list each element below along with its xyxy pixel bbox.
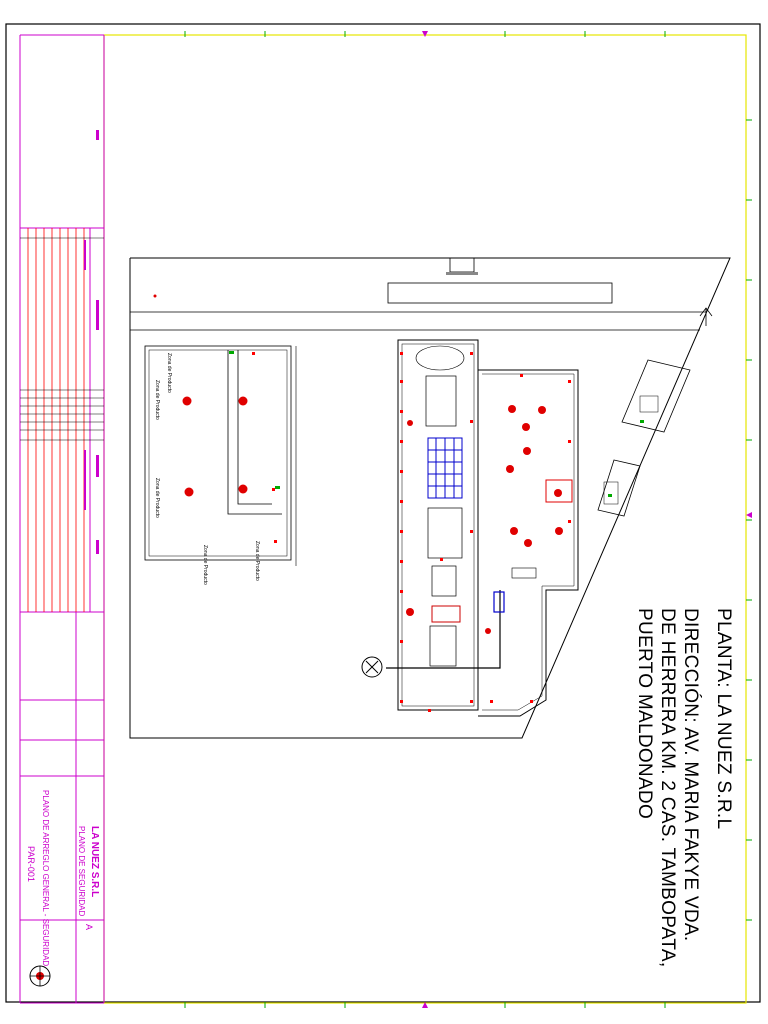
office-block-1 — [621, 359, 691, 433]
blue-processing-line — [427, 437, 463, 499]
warehouse-equipment-blue — [493, 591, 505, 613]
title-company: LA NUEZ S.R.L — [89, 826, 100, 898]
office-block-2 — [597, 459, 641, 517]
revision-grid-rows — [20, 237, 104, 441]
storage-zone-outline — [144, 345, 292, 561]
address-line-1: DIRECCIÓN: AV. MARIA FAKYE VDA. — [680, 608, 701, 942]
title-revision: A — [84, 924, 94, 931]
hazard-markers — [252, 352, 571, 712]
warehouse-outline — [478, 369, 579, 717]
plant-info: PLANTA: LA NUEZ S.R.L DIRECCIÓN: AV. MAR… — [633, 608, 735, 967]
gate-post — [449, 257, 475, 273]
zone-label-4: Zona de Producto — [202, 545, 208, 585]
machine-packing — [431, 565, 457, 597]
zone-label-5: Zona de Producto — [254, 541, 260, 581]
title-plan-type: PLANO DE SEGURIDAD — [77, 826, 86, 917]
conveyor — [386, 590, 501, 669]
storage-extinguishers — [153, 294, 248, 497]
production-building — [397, 339, 479, 711]
site-boundary — [129, 257, 731, 739]
title-block-small-text — [84, 130, 99, 554]
machine-dryer — [425, 375, 457, 427]
office-details — [603, 395, 659, 505]
gate-structure — [387, 282, 613, 304]
center-mark-top — [422, 31, 428, 37]
company-logo-seal — [29, 965, 51, 987]
zone-label-1: Zona de Producto — [166, 353, 172, 393]
gate-sign — [446, 272, 478, 275]
plant-info-spacer — [702, 608, 712, 967]
storage-signs — [229, 351, 280, 489]
title-drawing-title: PLANO DE ARREGLO GENERAL - SEGURIDAD — [41, 790, 50, 967]
title-drawing-number: PAR-001 — [26, 846, 36, 882]
title-block-frame — [19, 34, 105, 1004]
sheet-outer-frame — [5, 23, 761, 1003]
production-building-inner — [401, 343, 475, 707]
address-line-2: DE HERRERA KM. 2 CAS. TAMBOPATA, — [657, 608, 678, 968]
machine-sorting — [427, 507, 463, 559]
office-green-marks — [608, 420, 644, 497]
revision-grid — [27, 228, 85, 612]
storage-partition-2 — [237, 350, 272, 505]
storage-partition — [227, 350, 282, 515]
plant-title: PLANTA: LA NUEZ S.R.L — [713, 608, 734, 830]
center-mark-bottom — [422, 1002, 428, 1008]
storage-zone-inner — [148, 349, 288, 557]
silo — [415, 345, 465, 371]
warehouse-extinguishers — [406, 405, 563, 634]
warehouse-red-box — [545, 479, 573, 503]
warehouse-pallet — [511, 567, 537, 579]
assembly-point-icon — [361, 656, 383, 678]
warehouse-inner — [482, 373, 575, 711]
machine-final — [429, 625, 457, 667]
zone-label-3: Zona de Producto — [154, 478, 160, 518]
center-mark-right — [746, 512, 752, 518]
machine-red-unit — [431, 605, 461, 623]
address-line-3: PUERTO MALDONADO — [634, 608, 655, 820]
north-arrow-icon — [699, 307, 713, 326]
zone-label-2: Zona de Producto — [154, 380, 160, 420]
border-ticks — [184, 31, 752, 1008]
